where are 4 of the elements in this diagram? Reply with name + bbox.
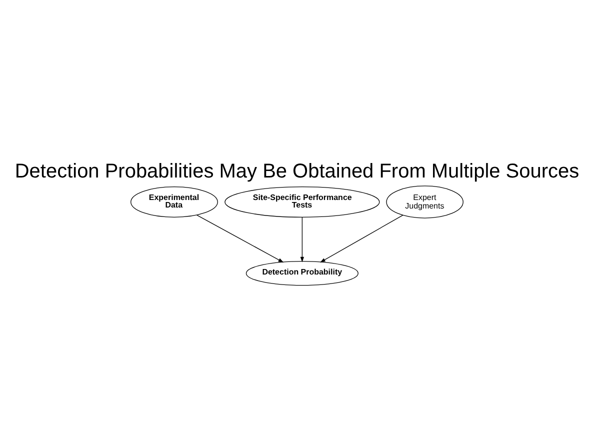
arrow: [196, 214, 284, 263]
arrow: [300, 216, 304, 262]
arrow: [320, 214, 404, 262]
diagram-title: Detection Probabilities May Be Obtained From Multiple Sources: [14, 160, 580, 182]
